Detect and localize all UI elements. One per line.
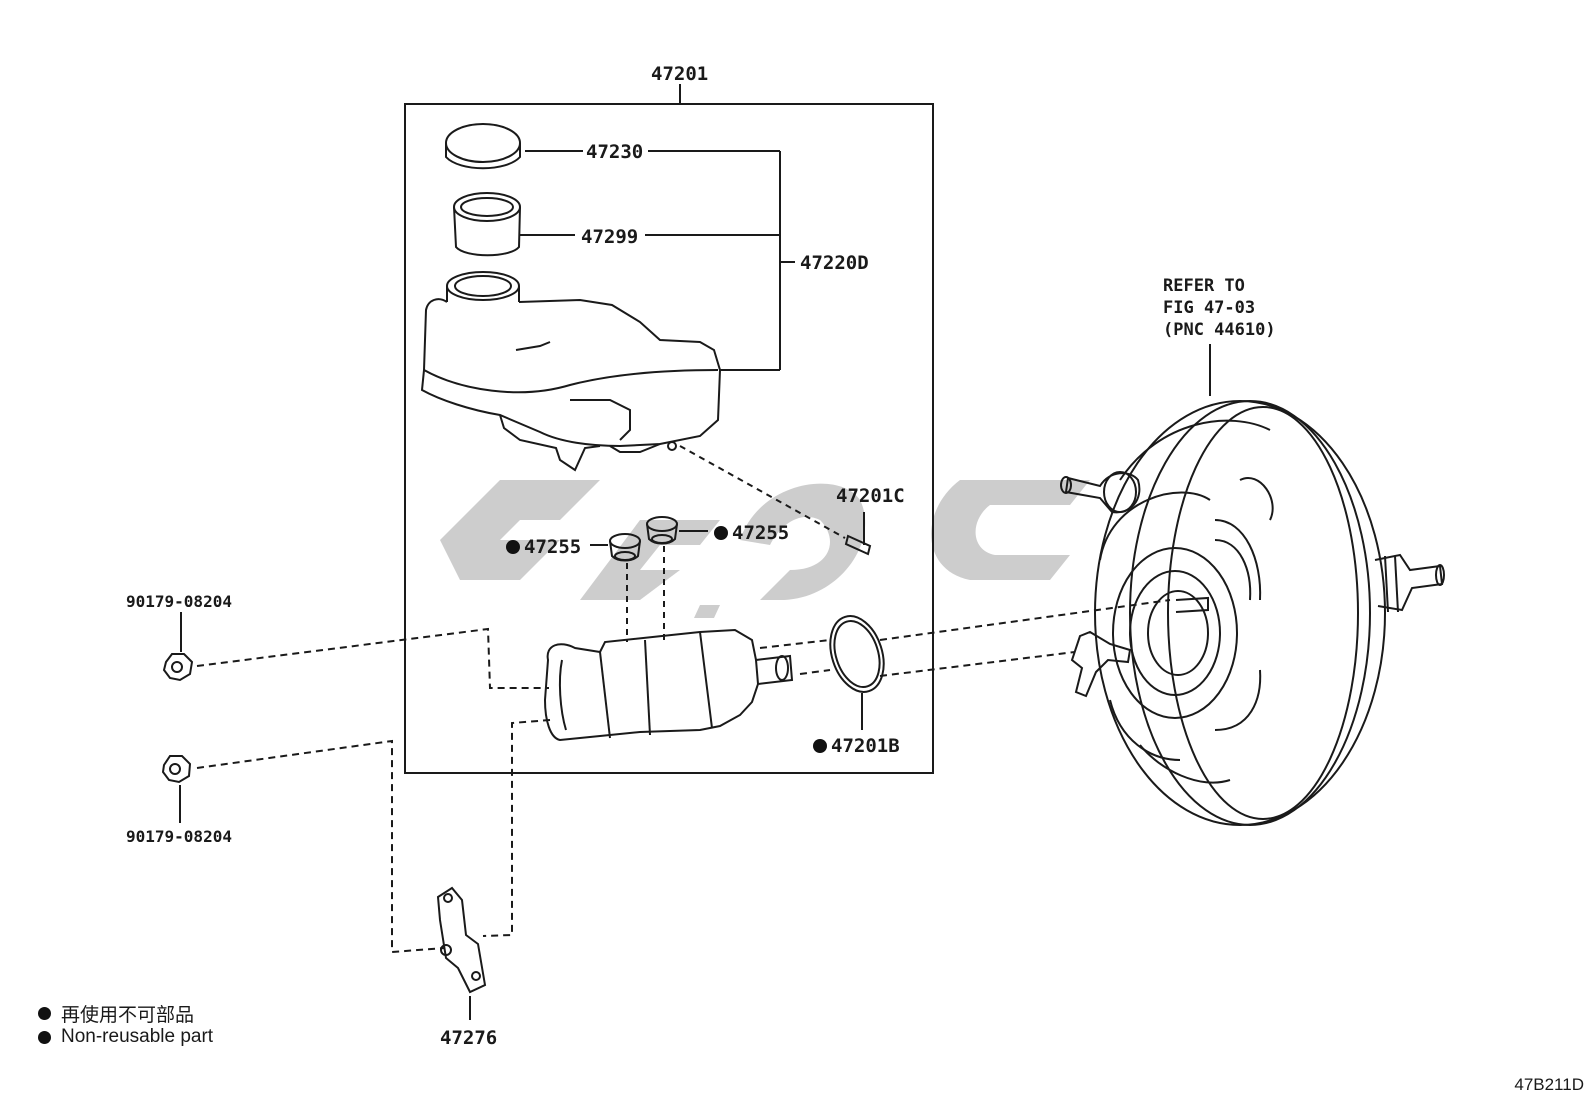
label-refer-line1: REFER TO xyxy=(1163,276,1245,296)
label-assembly: 47201 xyxy=(651,63,708,85)
bullet-dot-icon xyxy=(38,1007,51,1020)
label-cap: 47230 xyxy=(586,141,643,163)
label-bracket: 47276 xyxy=(440,1027,497,1049)
reservoir-tank xyxy=(420,271,722,472)
label-pin: 47201C xyxy=(836,485,905,507)
watermark-logo xyxy=(440,480,1090,618)
brake-booster xyxy=(1060,344,1445,826)
legend-item-jp: 再使用不可部品 xyxy=(38,1000,194,1027)
label-oring: 47201B xyxy=(831,735,900,757)
label-grommet-right: 47255 xyxy=(732,522,789,544)
label-nut-bottom: 90179-08204 xyxy=(126,827,232,846)
strainer xyxy=(453,192,521,257)
label-strainer: 47299 xyxy=(581,226,638,248)
assembly-box xyxy=(404,103,934,774)
grommet-right xyxy=(646,516,708,545)
bracket xyxy=(436,886,487,1020)
label-nut-top: 90179-08204 xyxy=(126,592,232,611)
label-grommet-left: 47255 xyxy=(524,536,581,558)
nonreusable-dot-oring xyxy=(813,739,827,753)
nut-top xyxy=(162,612,194,682)
master-cylinder xyxy=(543,628,794,742)
drawing-code: 47B211D xyxy=(1514,1075,1584,1094)
legend-item-en: Non-reusable part xyxy=(38,1026,213,1048)
legend-text-jp: 再使用不可部品 xyxy=(61,1005,195,1026)
label-refer-line2: FIG 47-03 xyxy=(1163,298,1255,318)
bullet-dot-icon xyxy=(38,1030,51,1044)
reservoir-cap xyxy=(445,123,521,170)
nonreusable-dot-grommet-right xyxy=(714,526,728,540)
o-ring xyxy=(829,615,885,730)
label-reservoir: 47220D xyxy=(800,252,869,274)
nut-bottom xyxy=(161,755,192,823)
nonreusable-dot-grommet-left xyxy=(506,540,520,554)
grommet-left xyxy=(590,533,641,562)
label-refer-line3: (PNC 44610) xyxy=(1163,320,1276,340)
pin xyxy=(844,512,872,556)
legend-text-en: Non-reusable part xyxy=(61,1026,214,1047)
